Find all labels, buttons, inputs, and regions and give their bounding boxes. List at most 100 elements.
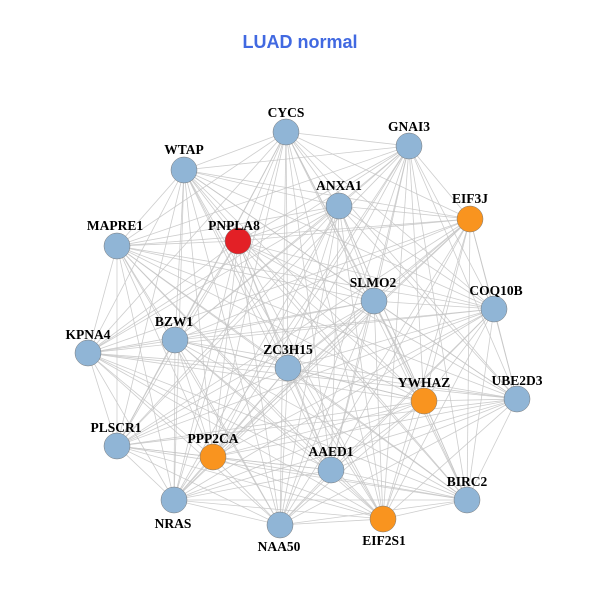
graph-edge [173,308,495,501]
graph-edge [338,205,471,220]
graph-edge [87,352,384,520]
node-label-plscr1: PLSCR1 [90,420,141,435]
node-pnpla8 [224,227,252,255]
graph-edge [279,308,495,526]
graph-edge [173,499,281,526]
graph-edge [285,131,518,400]
graph-edge [287,308,495,369]
node-label-anxa1: ANXA1 [316,178,362,193]
graph-edge [173,398,518,501]
graph-edge [87,245,118,354]
node-label-slmo2: SLMO2 [350,275,397,290]
graph-edge [116,240,239,247]
graph-edge [382,398,518,520]
graph-edge [212,308,495,458]
graph-edge [382,400,425,520]
graph-edge [338,205,518,400]
graph-edge [174,240,239,341]
graph-edge [116,400,425,447]
node-label-ppp2ca: PPP2CA [188,431,239,446]
graph-edge [87,300,375,354]
graph-edge [116,245,176,341]
node-label-zc3h15: ZC3H15 [263,342,313,357]
graph-edge [287,205,340,369]
graph-edge [423,398,518,402]
graph-edge [87,131,287,354]
graph-edge [285,131,471,220]
node-label-ywhaz: YWHAZ [398,375,451,390]
node-label-kpna4: KPNA4 [66,327,111,342]
graph-edge [174,339,384,520]
graph-edge [174,339,281,526]
node-label-coq10b: COQ10B [469,283,522,298]
graph-edge [174,218,471,341]
graph-edge [285,131,468,501]
graph-edge [174,339,518,400]
node-naa50 [266,511,294,539]
node-label-naa50: NAA50 [258,539,301,554]
graph-edge [116,367,289,447]
graph-edge [183,169,468,501]
graph-edge [287,367,425,402]
graph-edge [212,456,281,526]
graph-edge [408,145,495,310]
graph-edge [279,300,375,526]
graph-edge [237,240,425,402]
graph-edge [212,145,410,458]
graph-edge [285,131,384,520]
graph-edge [174,339,214,458]
graph-edge [87,352,425,402]
graph-edge [87,352,214,458]
graph-edge [173,131,287,501]
graph-edge [183,169,214,458]
graph-edge [287,367,518,400]
graph-edge [408,145,471,220]
graph-edge [285,131,332,471]
graph-edge [237,240,495,310]
node-label-pnpla8: PNPLA8 [208,218,260,233]
graph-edge [116,445,384,520]
graph-edge [116,145,410,247]
graph-edge [493,308,518,400]
graph-edge [87,352,289,369]
node-birc2 [453,486,481,514]
node-label-aaed1: AAED1 [308,444,353,459]
graph-edge [183,169,239,242]
graph-edge [116,339,176,447]
graph-edge [183,131,287,171]
node-label-gnai3: GNAI3 [388,119,430,134]
graph-edge [330,398,518,471]
graph-edge [423,218,471,402]
node-bzw1 [161,326,189,354]
graph-edge [87,169,185,354]
graph-edge [212,400,425,458]
graph-edge [116,218,471,247]
graph-edge [116,445,281,526]
graph-edge [287,145,410,369]
graph-edge [279,367,289,526]
node-label-bzw1: BZW1 [155,314,194,329]
graph-edge [466,218,471,501]
graph-edge [382,218,471,520]
node-label-mapre1: MAPRE1 [87,218,143,233]
graph-edge [373,218,471,302]
graph-edge [287,367,384,520]
node-plscr1 [103,432,131,460]
graph-edge [330,218,471,471]
graph-edge [87,352,468,501]
graph-edge [279,398,518,526]
node-kpna4 [74,339,102,367]
node-label-nras: NRAS [155,516,192,531]
graph-edge [87,145,410,354]
graph-edge [116,218,471,447]
graph-edge [373,300,384,520]
graph-edge [338,205,495,310]
graph-edge [330,469,468,501]
graph-edge [237,240,384,520]
graph-edge [287,367,332,471]
graph-edge [174,205,340,341]
graph-edge [330,308,495,471]
graph-edge [183,145,410,171]
